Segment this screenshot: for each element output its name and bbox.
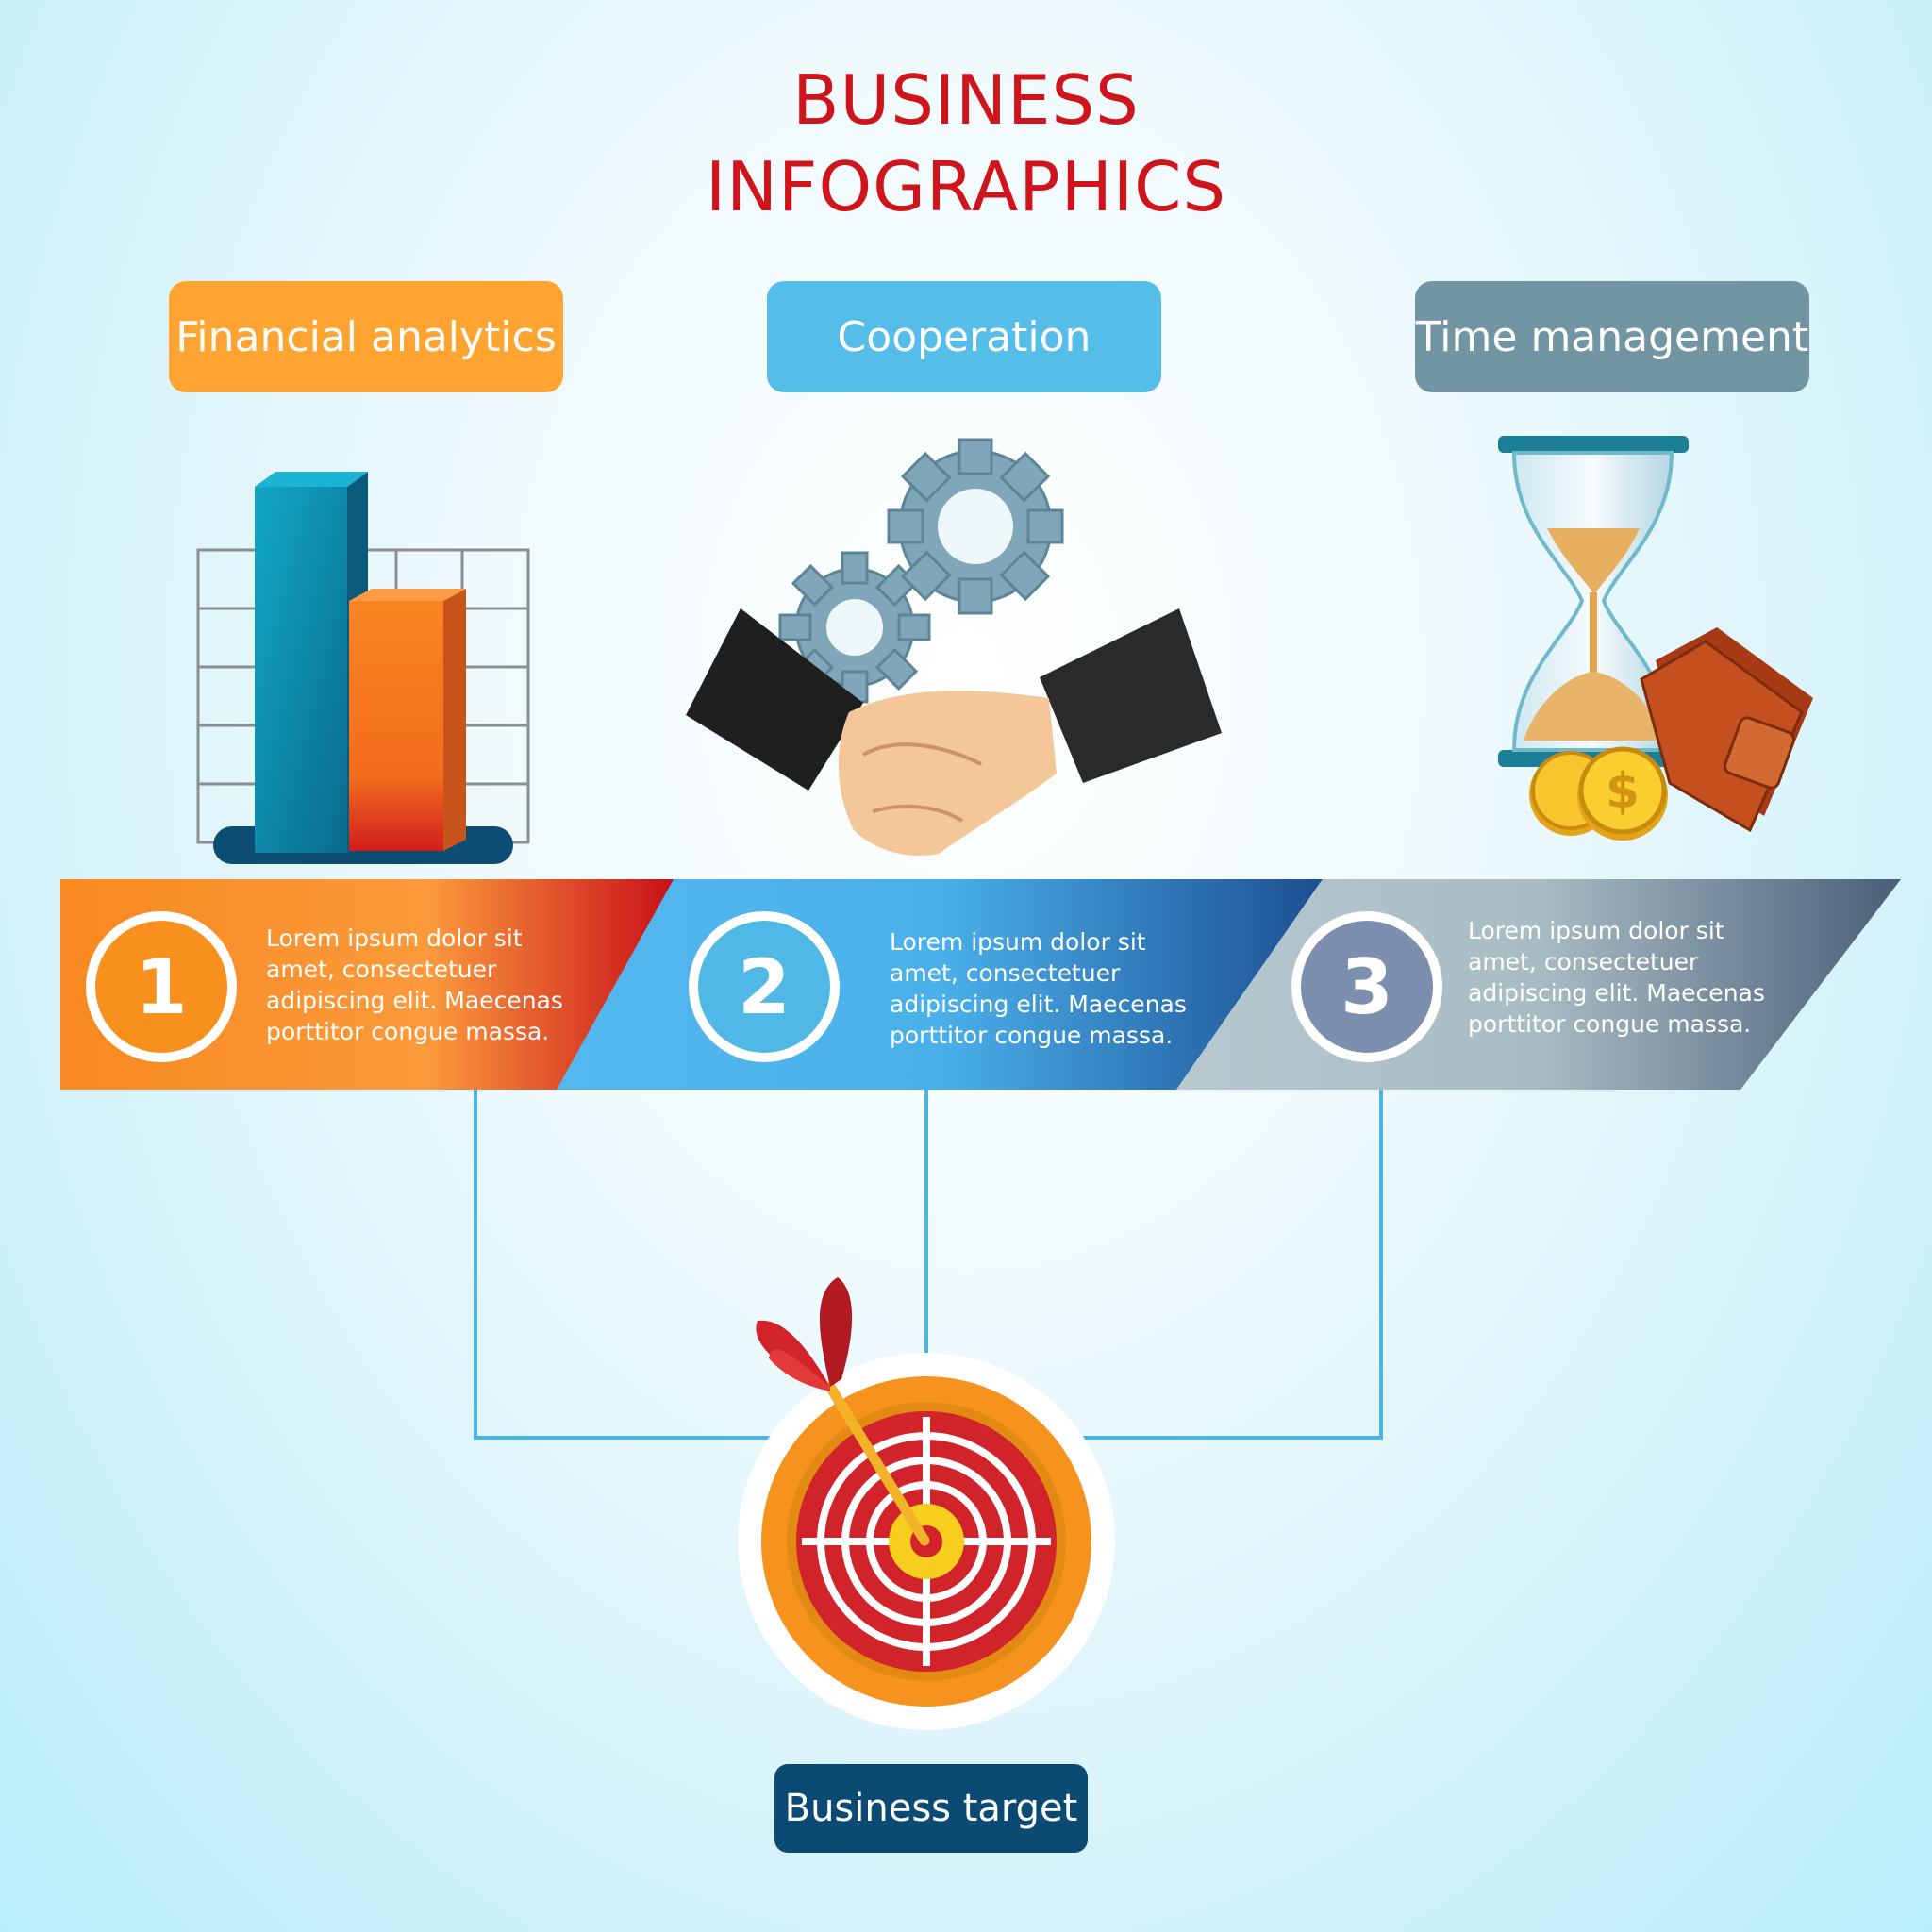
category-cooperation: Cooperation bbox=[767, 281, 1161, 392]
step-1-text: Lorem ipsum dolor sit amet, consectetuer… bbox=[266, 924, 563, 1045]
svg-text:$: $ bbox=[1606, 763, 1640, 820]
connector-lines bbox=[474, 1090, 1383, 1440]
step-1-number: 1 bbox=[95, 921, 227, 1053]
category-time-management: Time management bbox=[1415, 281, 1809, 392]
title-line-1: BUSINESS bbox=[792, 60, 1140, 140]
step-3-text: Lorem ipsum dolor sit amet, consectetuer… bbox=[1468, 917, 1765, 1038]
step-2-text: Lorem ipsum dolor sit amet, consectetuer… bbox=[890, 928, 1187, 1049]
bar-chart-icon bbox=[196, 472, 530, 864]
step-2-number: 2 bbox=[698, 921, 830, 1053]
step-3-number: 3 bbox=[1301, 921, 1433, 1053]
title-line-2: INFOGRAPHICS bbox=[705, 147, 1227, 226]
wallet-icon bbox=[1640, 627, 1813, 833]
coins-icon: $ bbox=[1529, 746, 1668, 841]
category-financial-analytics: Financial analytics bbox=[169, 281, 563, 392]
hourglass-wallet-coins-icon: $ bbox=[1498, 436, 1813, 841]
dart-icon bbox=[756, 1277, 930, 1546]
business-target-label: Business target bbox=[774, 1764, 1088, 1853]
handshake-gears-icon bbox=[686, 438, 1222, 857]
